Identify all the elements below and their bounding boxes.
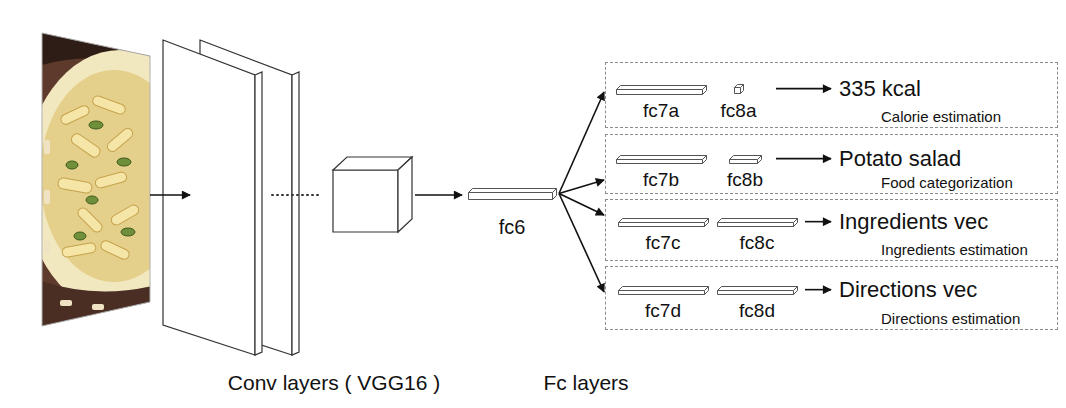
fc-layer: fc7a xyxy=(616,85,706,94)
task-name: Ingredients estimation xyxy=(881,241,1028,258)
zucchini xyxy=(66,121,135,240)
bar-face xyxy=(619,291,705,295)
layer-name: fc6 xyxy=(499,216,526,239)
task-panel: 335 kcalCalorie estimation fc7a fc8a xyxy=(605,62,1058,128)
feature-cube xyxy=(333,157,412,232)
task-panel: Ingredients vecIngredients estimation fc7… xyxy=(605,199,1058,261)
task-name: Calorie estimation xyxy=(881,108,1001,125)
bar-face xyxy=(703,156,707,164)
layer-name: fc8c xyxy=(740,232,775,254)
bar-face xyxy=(553,189,557,200)
pasta xyxy=(57,94,140,260)
task-panel: Directions vecDirections estimation fc7d f… xyxy=(605,266,1058,330)
bar-face xyxy=(617,90,703,95)
fc-layer: fc8b xyxy=(729,155,761,163)
bar-shape xyxy=(618,286,708,294)
dotted-continuation xyxy=(272,194,320,196)
bar-face xyxy=(617,86,707,90)
bar-face xyxy=(617,160,703,164)
fc-layer: fc7b xyxy=(616,155,706,163)
output-arrow xyxy=(776,158,831,160)
fc-layer: fc7d xyxy=(618,286,708,294)
fc-branch-arrow xyxy=(559,92,604,194)
bar-face xyxy=(718,219,798,223)
task-name: Directions estimation xyxy=(881,310,1020,327)
bar-face xyxy=(705,219,709,227)
layer-name: fc8b xyxy=(727,169,763,191)
task-panel: Potato saladFood categorization fc7b fc8b xyxy=(605,134,1058,194)
bar-shape xyxy=(616,85,706,94)
bar-shape xyxy=(717,286,797,294)
bar-face xyxy=(469,189,557,193)
fc-layer: fc6 xyxy=(468,188,556,199)
bar-shape xyxy=(734,84,743,93)
layer-name: fc7d xyxy=(645,300,681,322)
section-label: Conv layers ( VGG16 ) xyxy=(228,371,440,395)
photo-frame xyxy=(42,33,150,326)
bar-shape xyxy=(618,218,708,226)
output-value: Ingredients vec xyxy=(839,209,988,234)
output-value: Directions vec xyxy=(839,277,977,302)
bar-shape xyxy=(468,188,556,199)
bar-face xyxy=(735,88,741,94)
conv-layers xyxy=(163,40,299,355)
fc-layer: fc8c xyxy=(717,218,797,226)
bar-face xyxy=(758,156,762,164)
layer-name: fc7b xyxy=(643,169,679,191)
fc-branch-arrow xyxy=(559,194,604,216)
conv-plane xyxy=(163,40,255,355)
plate-pattern xyxy=(44,140,104,310)
layer-name: fc7c xyxy=(646,232,681,254)
bar-face xyxy=(619,287,709,291)
fc-branch-arrow xyxy=(559,180,604,194)
fc-layer: fc8a xyxy=(734,84,743,93)
bar-face xyxy=(794,219,798,227)
bar-face xyxy=(718,287,798,291)
bar-face xyxy=(705,287,709,295)
bar-shape xyxy=(616,155,706,163)
conv-plane-edge xyxy=(255,72,262,355)
fc-layer: fc7c xyxy=(618,218,708,226)
output-arrow xyxy=(776,88,831,90)
layer-name: fc7a xyxy=(643,100,679,122)
bar-shape xyxy=(717,218,797,226)
bar-face xyxy=(469,193,553,200)
bar-face xyxy=(718,291,794,295)
bar-face xyxy=(617,156,707,160)
bar-face xyxy=(619,219,709,223)
fc-layer: fc8d xyxy=(717,286,797,294)
bar-face xyxy=(718,223,794,227)
bar-face xyxy=(730,156,762,160)
bar-face xyxy=(794,287,798,295)
input-arrow xyxy=(150,194,190,196)
output-value: 335 kcal xyxy=(839,76,921,101)
bar-face xyxy=(619,223,705,227)
layer-name: fc8d xyxy=(739,300,775,322)
output-arrow xyxy=(805,221,831,223)
output-arrow xyxy=(805,289,831,291)
conv-plane-edge xyxy=(292,72,299,355)
bar-face xyxy=(741,85,744,94)
layer-name: fc8a xyxy=(721,100,757,122)
bar-face xyxy=(703,86,707,95)
task-name: Food categorization xyxy=(881,174,1013,191)
fc-branch-arrow xyxy=(559,194,604,293)
bar-face xyxy=(730,160,758,164)
cube-arrow xyxy=(415,194,462,196)
output-value: Potato salad xyxy=(839,146,961,171)
section-label: Fc layers xyxy=(543,371,628,395)
bar-shape xyxy=(729,155,761,163)
